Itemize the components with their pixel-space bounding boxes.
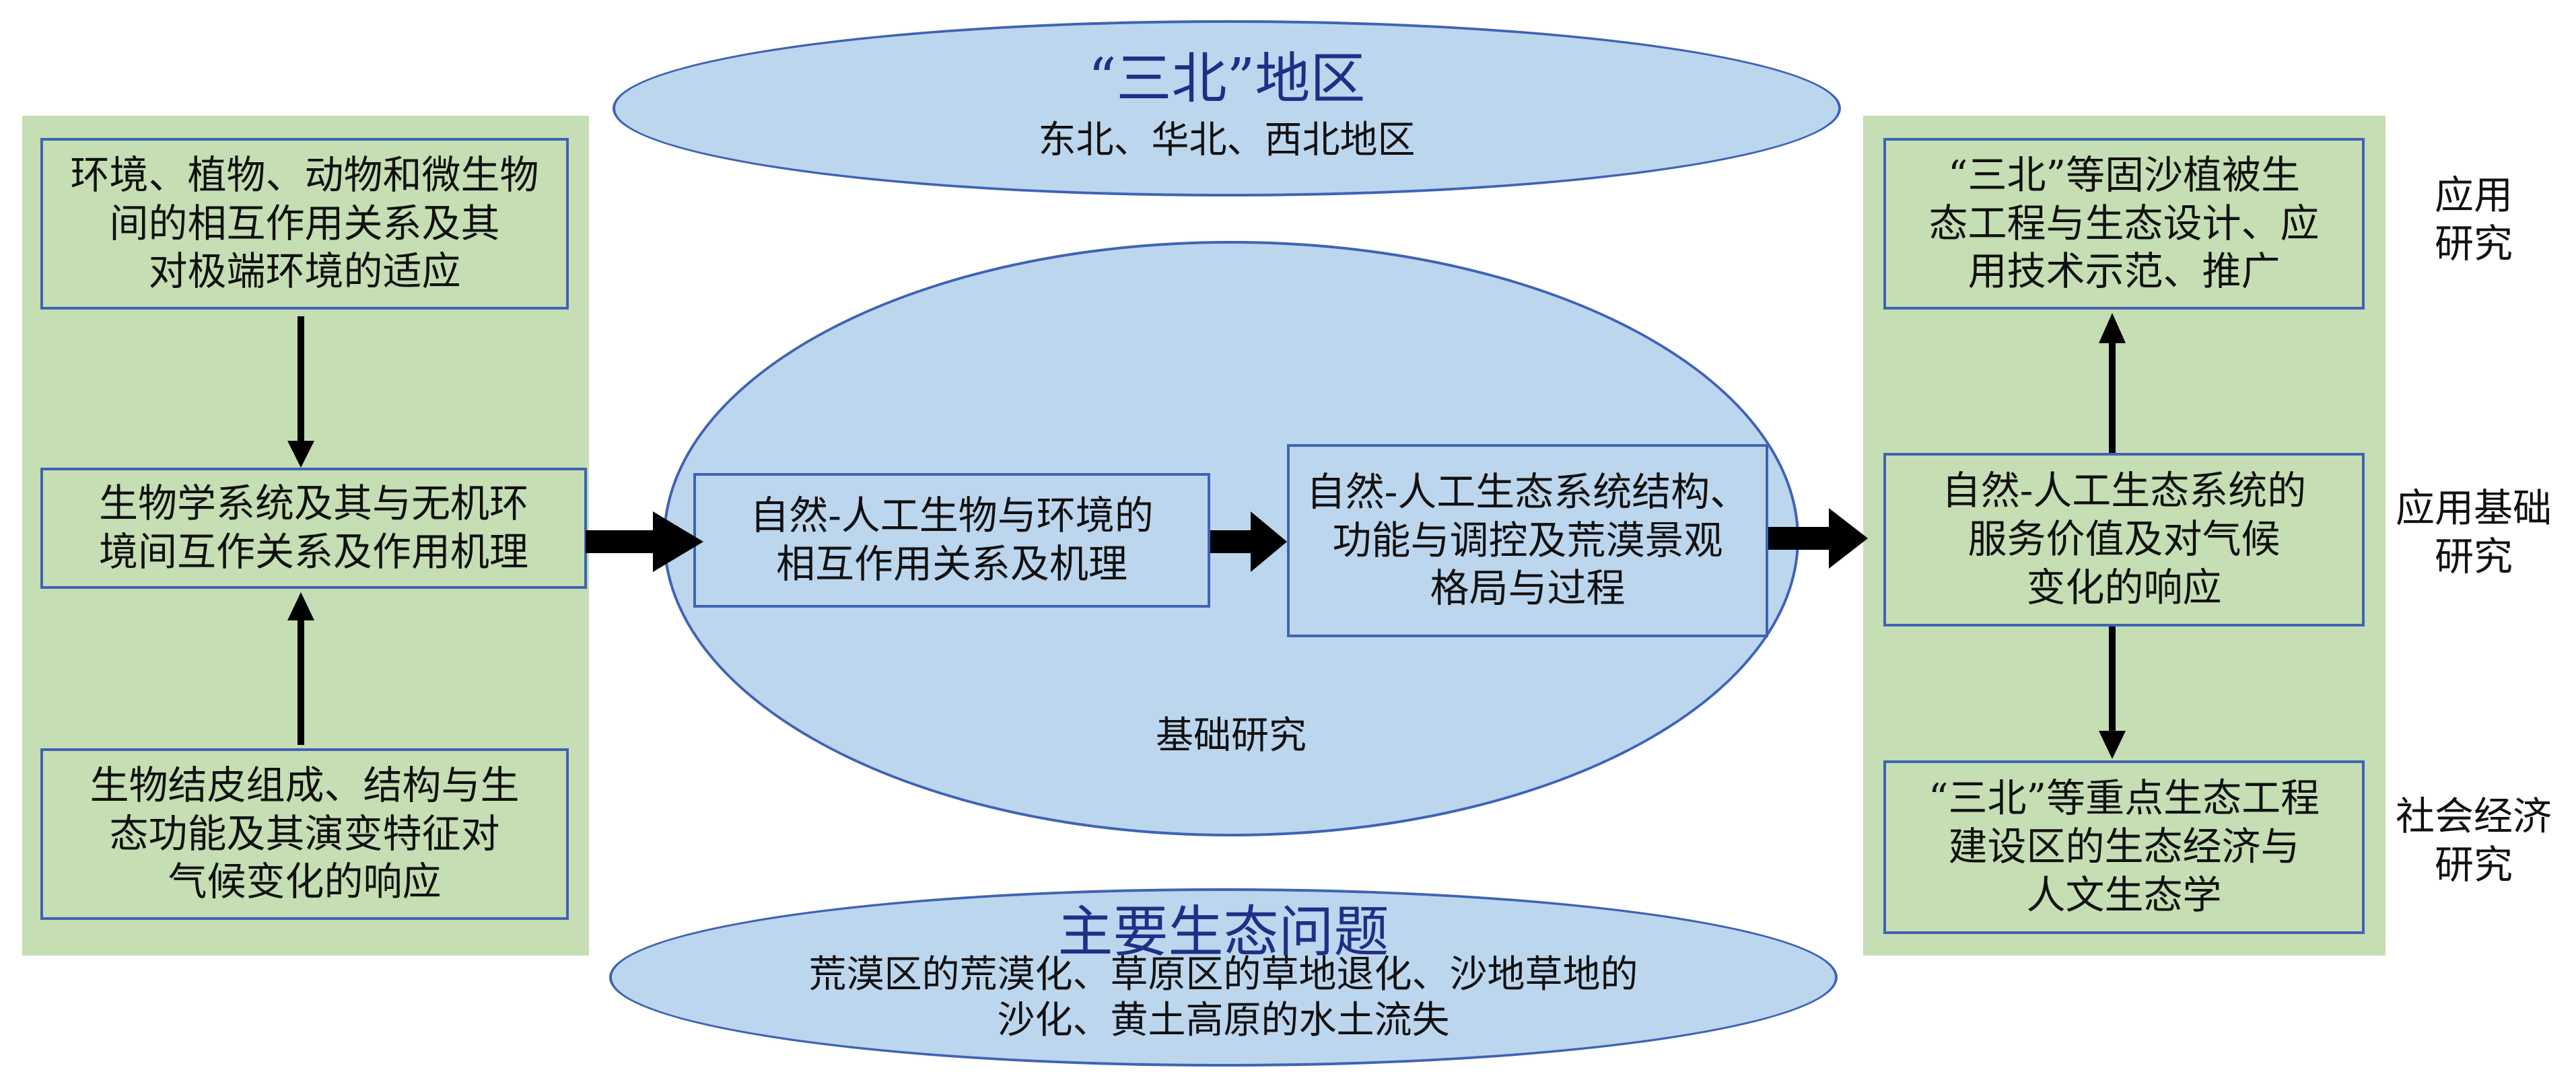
problem-ellipse <box>609 888 1838 1067</box>
center-box-right: 自然-人工生态系统结构、 功能与调控及荒漠景观 格局与过程 <box>1287 444 1768 637</box>
arrow-center-to-right-panel <box>1768 508 1868 569</box>
region-ellipse <box>613 20 1841 196</box>
left-box-bottom: 生物结皮组成、结构与生 态功能及其演变特征对 气候变化的响应 <box>40 748 569 920</box>
problem-text: 荒漠区的荒漠化、草原区的草地退化、沙地草地的 沙化、黄土高原的水土流失 <box>808 953 1638 1043</box>
region-title: “三北”地区 <box>1088 47 1366 111</box>
left-box-top: 环境、植物、动物和微生物 间的相互作用关系及其 对极端环境的适应 <box>40 138 569 310</box>
basic-research-label: 基础研究 <box>1156 714 1307 758</box>
left-box-top-text: 环境、植物、动物和微生物 间的相互作用关系及其 对极端环境的适应 <box>70 151 539 295</box>
side-label-applied: 应用 研究 <box>2434 172 2513 266</box>
center-box-left: 自然-人工生物与环境的 相互作用关系及机理 <box>693 473 1210 608</box>
arrow-down-left-top <box>287 316 314 468</box>
right-box-bottom: “三北”等重点生态工程 建设区的生态经济与 人文生态学 <box>1883 760 2365 934</box>
arrow-center-left-to-right <box>1210 511 1287 572</box>
arrow-up-right-top <box>2099 313 2126 453</box>
problem-title: 主要生态问题 <box>1057 900 1389 964</box>
arrow-left-to-center <box>586 511 703 572</box>
arrow-up-left-bottom <box>287 592 314 745</box>
arrow-down-right-bottom <box>2099 626 2126 759</box>
left-box-bottom-text: 生物结皮组成、结构与生 态功能及其演变特征对 气候变化的响应 <box>90 762 520 905</box>
left-box-middle: 生物学系统及其与无机环 境间互作关系及作用机理 <box>40 468 587 589</box>
left-box-middle-text: 生物学系统及其与无机环 境间互作关系及作用机理 <box>98 480 528 575</box>
right-box-bottom-text: “三北”等重点生态工程 建设区的生态经济与 人文生态学 <box>1928 775 2320 918</box>
right-box-middle-text: 自然-人工生态系统的 服务价值及对气候 变化的响应 <box>1941 468 2307 610</box>
region-subtitle: 东北、华北、西北地区 <box>1038 118 1416 162</box>
side-label-applied-basic: 应用基础 研究 <box>2395 485 2552 579</box>
right-box-middle: 自然-人工生态系统的 服务价值及对气候 变化的响应 <box>1883 453 2365 626</box>
center-box-left-text: 自然-人工生物与环境的 相互作用关系及机理 <box>750 493 1154 587</box>
side-label-socio-economic: 社会经济 研究 <box>2395 793 2552 888</box>
right-box-top-text: “三北”等固沙植被生 态工程与生态设计、应 用技术示范、推广 <box>1928 151 2320 295</box>
right-box-top: “三北”等固沙植被生 态工程与生态设计、应 用技术示范、推广 <box>1883 138 2365 310</box>
center-box-right-text: 自然-人工生态系统结构、 功能与调控及荒漠景观 格局与过程 <box>1306 468 1749 612</box>
